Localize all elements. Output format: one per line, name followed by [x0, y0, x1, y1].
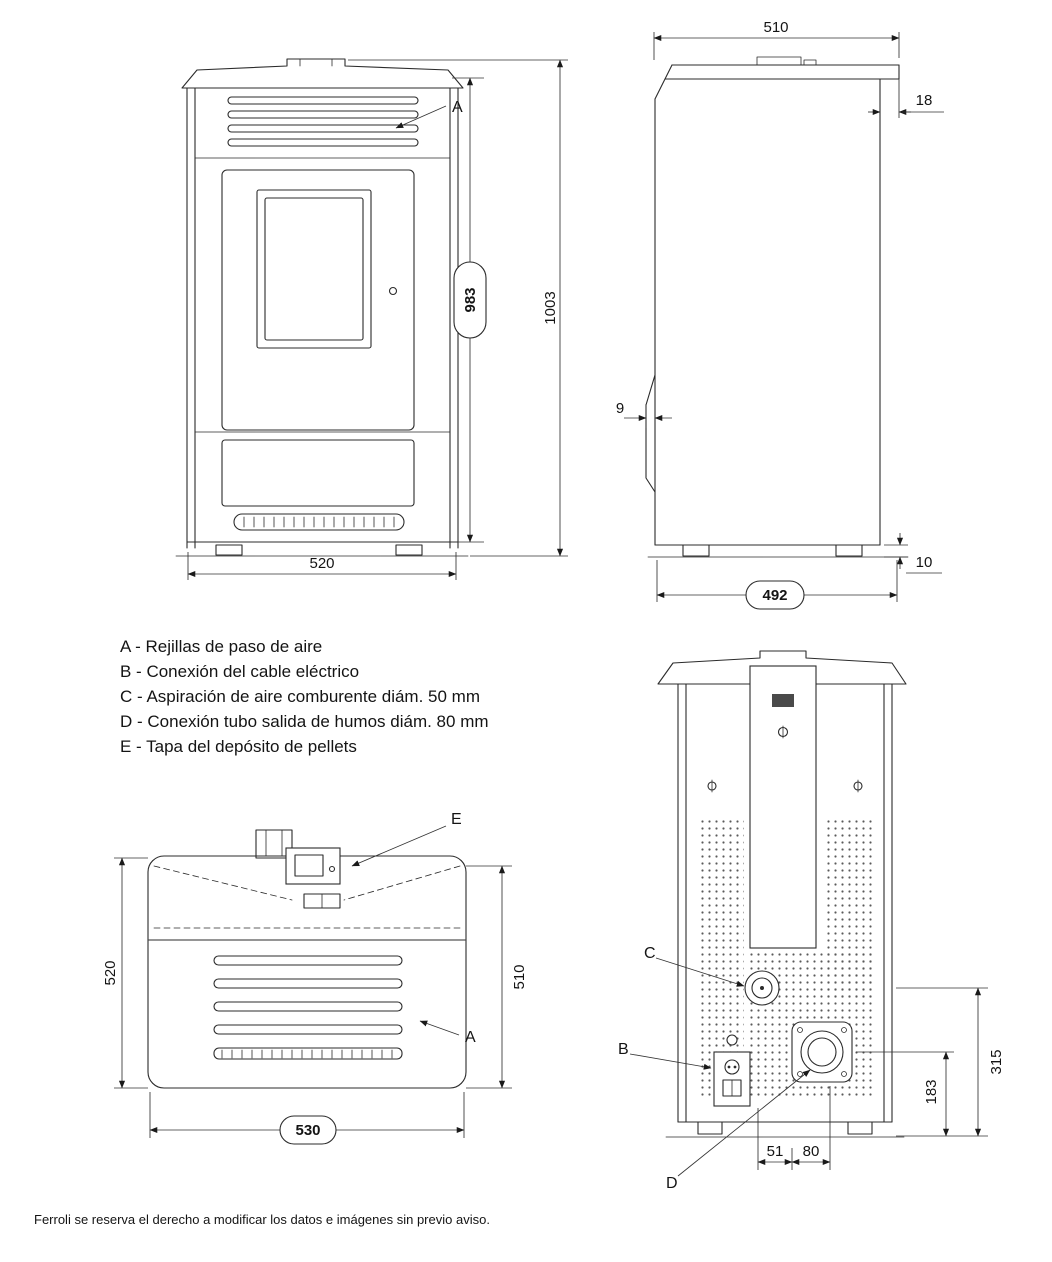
- front-callout-a: A: [395, 99, 463, 129]
- rear-label-b: B: [618, 1041, 629, 1058]
- dim-rear-bottom-offsets: 51 80: [757, 1086, 831, 1170]
- dim-top-depth-right: 510: [466, 865, 528, 1089]
- dim-top-depth-left-value: 520: [102, 960, 119, 985]
- footer: Ferroli se reserva el derecho a modifica…: [34, 1212, 490, 1227]
- dim-front-body-height-value: 983: [462, 287, 479, 312]
- dim-front-total-height: 1003: [348, 59, 568, 557]
- rear-callout-c: C: [644, 945, 745, 987]
- top-view: 520 510 530 E A: [102, 811, 528, 1145]
- dim-rear-flue-height-value: 183: [923, 1079, 940, 1104]
- dim-side-base-clearance: 10: [884, 533, 942, 574]
- rear-screws: [707, 779, 863, 793]
- rear-view: C B D 315 183 51 80: [618, 650, 1005, 1192]
- legend-item-e: E - Tapa del depósito de pellets: [120, 737, 357, 756]
- front-air-grille: [227, 96, 419, 147]
- dim-side-depth-value: 510: [763, 19, 788, 36]
- dim-front-width: 520: [187, 552, 457, 580]
- legend-item-d: D - Conexión tubo salida de humos diám. …: [120, 712, 489, 731]
- dim-side-front-step: 9: [616, 400, 672, 428]
- top-label-e: E: [451, 811, 462, 828]
- display-window: [294, 854, 324, 877]
- legend-item-a: A - Rejillas de paso de aire: [120, 637, 322, 656]
- dim-side-lid-overhang-value: 18: [916, 92, 933, 109]
- dim-front-body-height: 983: [452, 77, 487, 543]
- front-ash-drawer: [221, 439, 415, 531]
- dim-front-width-value: 520: [309, 555, 334, 572]
- rear-callout-d: D: [666, 1069, 811, 1192]
- side-view: 510 18 9 10 492: [616, 19, 944, 610]
- front-label-a: A: [452, 99, 463, 116]
- dim-side-base-depth: 492: [656, 560, 898, 610]
- top-callout-a: A: [419, 1020, 476, 1046]
- door-handle: [388, 286, 398, 296]
- dim-side-front-step-value: 9: [616, 400, 624, 417]
- rear-body-outline: [657, 650, 907, 1138]
- pellet-lid-panel: [285, 847, 341, 885]
- footer-note: Ferroli se reserva el derecho a modifica…: [34, 1212, 490, 1227]
- front-body-outline: [175, 58, 469, 557]
- rear-label-d: D: [666, 1175, 678, 1192]
- top-grille-slats: [213, 955, 403, 1060]
- top-label-a: A: [465, 1029, 476, 1046]
- dim-rear-offset-a-value: 51: [767, 1143, 784, 1160]
- legend-item-c: C - Aspiración de aire comburente diám. …: [120, 687, 480, 706]
- dim-top-depth-left: 520: [102, 857, 148, 1089]
- dim-rear-intake-height: 315: [896, 987, 1005, 1137]
- dim-top-width-value: 530: [295, 1122, 320, 1139]
- rear-label-c: C: [644, 945, 656, 962]
- dim-side-lid-overhang: 18: [868, 79, 944, 118]
- dim-rear-flue-height: 183: [856, 1051, 954, 1137]
- rear-flue-outlet: [791, 1021, 853, 1083]
- rear-callout-b: B: [618, 1041, 712, 1070]
- legend-item-b: B - Conexión del cable eléctrico: [120, 662, 359, 681]
- front-door: [221, 169, 415, 431]
- rear-air-intake: [744, 970, 780, 1006]
- top-outline: [147, 829, 467, 1089]
- side-body-outline: [645, 56, 909, 558]
- dim-top-width: 530: [149, 1092, 465, 1145]
- rear-hopper-channel: [749, 665, 817, 949]
- dim-side-base-depth-value: 492: [762, 587, 787, 604]
- dim-side-depth: 510: [653, 19, 900, 60]
- dim-rear-intake-height-value: 315: [988, 1049, 1005, 1074]
- top-callout-e: E: [351, 811, 462, 867]
- dim-side-base-clearance-value: 10: [916, 554, 933, 571]
- dim-top-depth-right-value: 510: [511, 964, 528, 989]
- rear-power-panel: [713, 1034, 751, 1107]
- dim-rear-offset-b-value: 80: [803, 1143, 820, 1160]
- front-view: 520 983 1003 A: [175, 58, 568, 580]
- legend: A - Rejillas de paso de aire B - Conexió…: [120, 637, 489, 756]
- dim-front-total-height-value: 1003: [542, 291, 559, 324]
